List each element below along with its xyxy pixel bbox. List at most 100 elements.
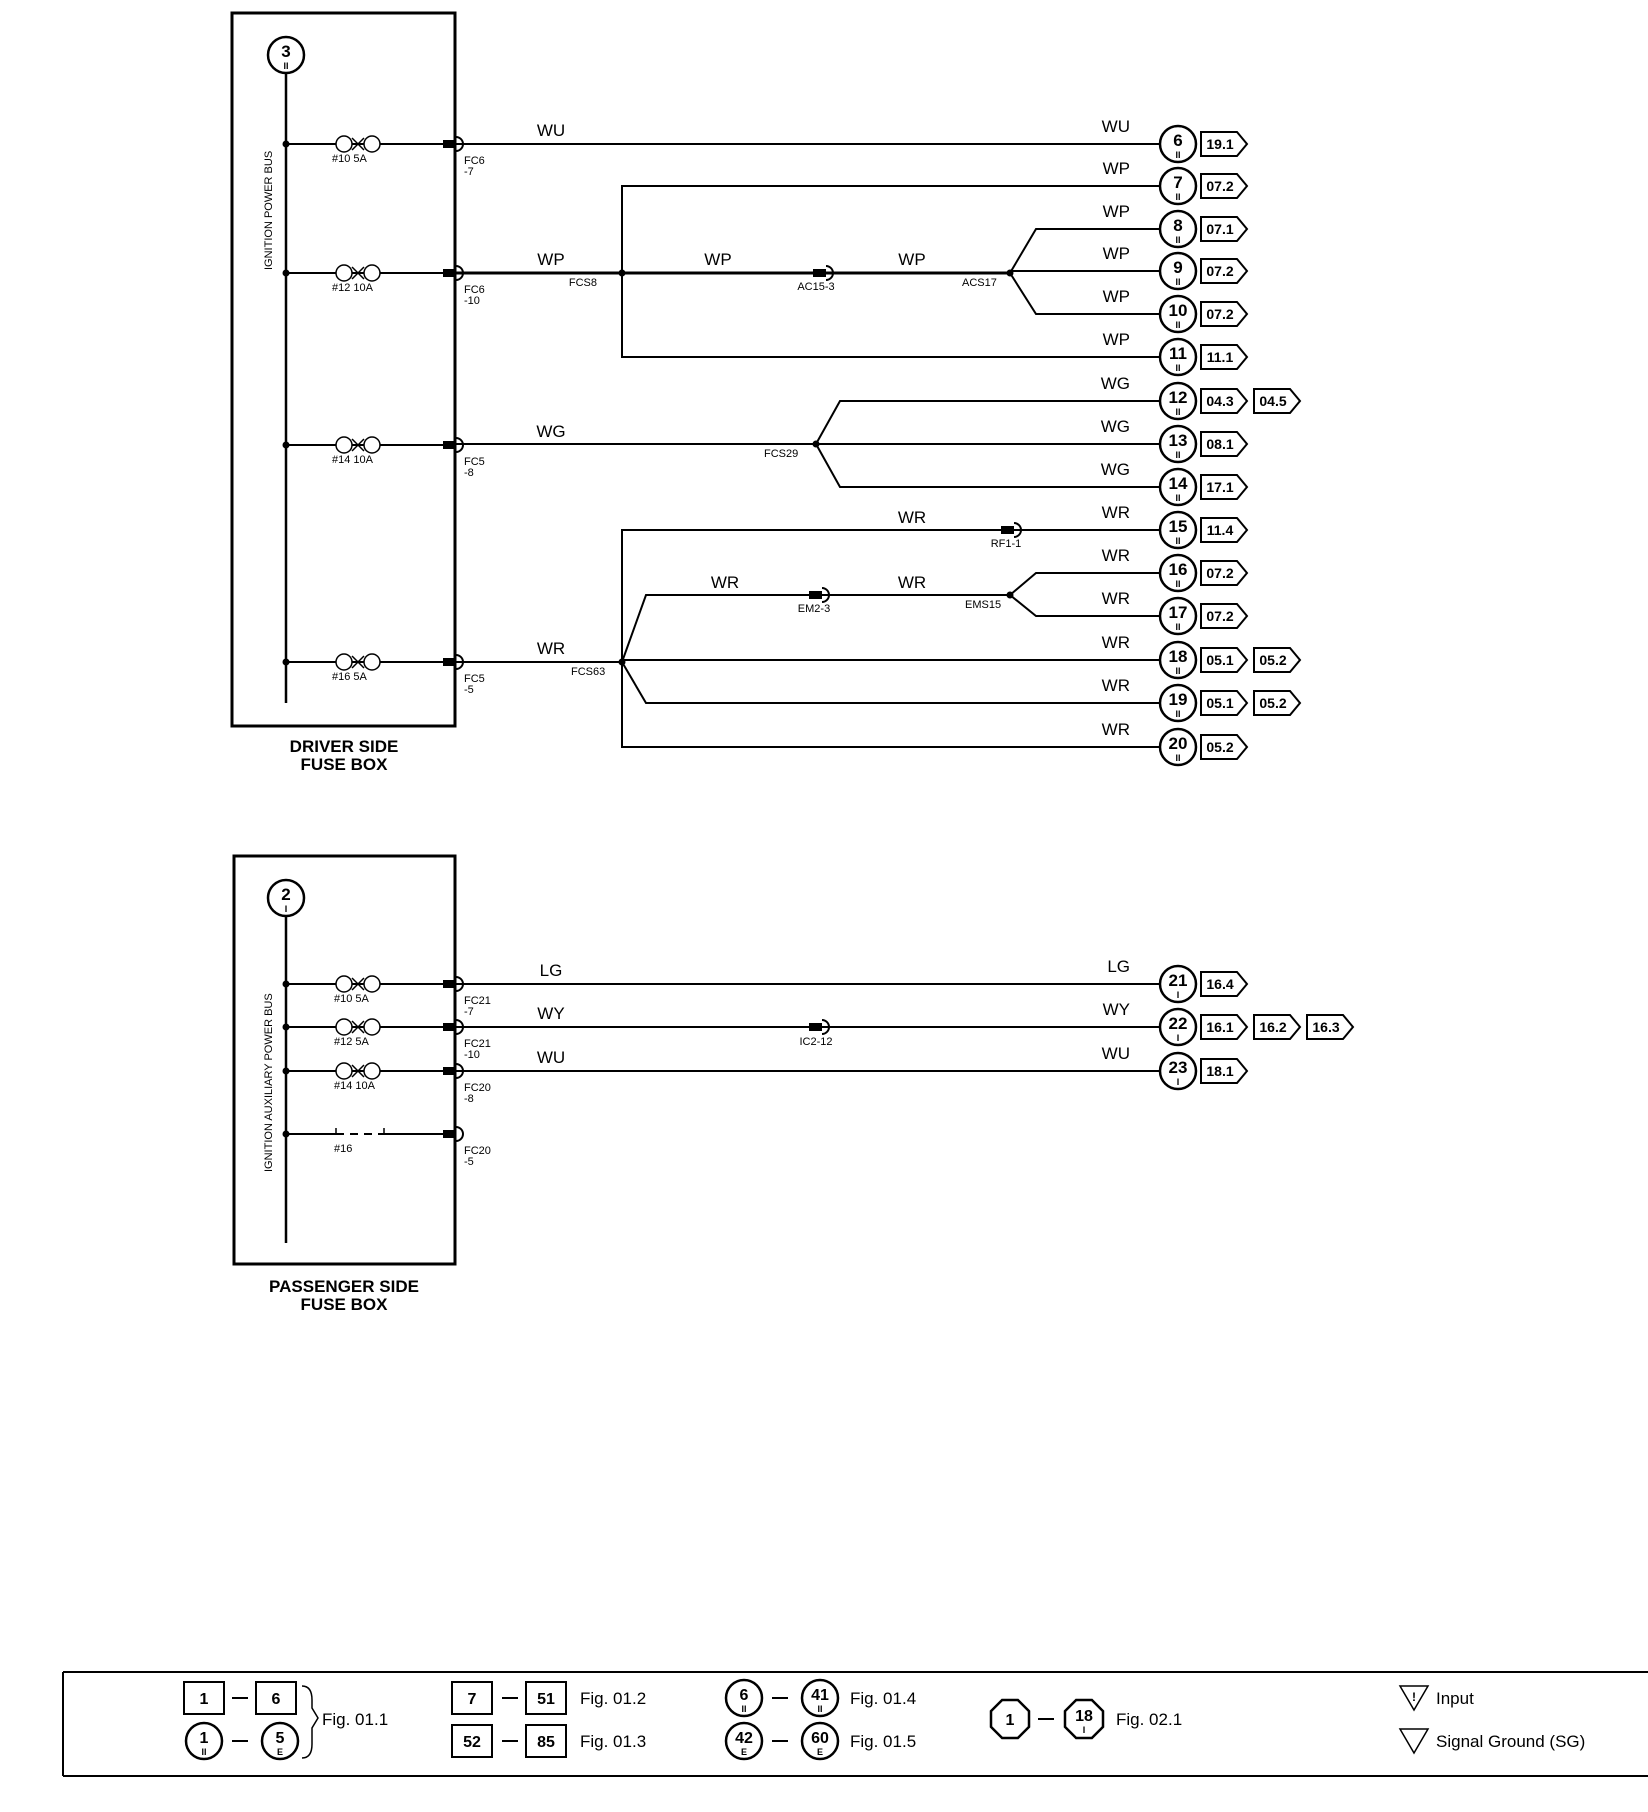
- cross-reference-label: 07.2: [1206, 178, 1233, 194]
- output-terminal-14-sub: II: [1175, 493, 1180, 503]
- output-terminal-23-number: 23: [1169, 1058, 1188, 1077]
- passenger-connector-pin: -5: [464, 1156, 474, 1168]
- passenger-power-source-number: 2: [281, 885, 290, 904]
- driver-fuse-2-link: [351, 266, 365, 280]
- output-terminal-9-number: 9: [1173, 258, 1182, 277]
- driver-bus-tap: [282, 140, 290, 148]
- legend-circle-5-sub: E: [277, 1747, 283, 1757]
- cross-reference-label: 16.3: [1312, 1019, 1339, 1035]
- driver-box-title: DRIVER SIDE: [290, 737, 399, 756]
- output-wire-color: LG: [1107, 957, 1130, 976]
- wires-layer: [62, 73, 1648, 1777]
- output-terminal-8-sub: II: [1175, 235, 1180, 245]
- passenger-fuse-wire-color: WY: [537, 1004, 564, 1023]
- connector-label-ic2: IC2-12: [799, 1036, 832, 1048]
- cross-reference-shape: [1253, 690, 1302, 716]
- inline-connector-rf1-socket: [1013, 522, 1022, 538]
- legend-square-85-label: 85: [537, 1734, 555, 1751]
- passenger-connector-id: FC20: [464, 1145, 491, 1157]
- legend-octagon-18-number: 18: [1075, 1708, 1093, 1725]
- output-terminal-10-sub: II: [1175, 320, 1180, 330]
- cross-reference-shape: [1253, 388, 1302, 414]
- legend-square-85-box: [525, 1724, 567, 1758]
- inline-connector-ac15-pin: [813, 269, 826, 277]
- connector-label-ac15: AC15-3: [797, 281, 834, 293]
- passenger-fuse-connector-1-pin: [443, 980, 456, 988]
- passenger-fuse-1-link: [351, 977, 365, 991]
- passenger-fuse-1-right: [363, 975, 381, 993]
- input-triangle-icon: [1398, 1685, 1430, 1712]
- driver-fuse-connector-2-socket: [455, 265, 464, 281]
- cross-reference-label: 05.2: [1259, 695, 1286, 711]
- output-terminal-10-circle: [1158, 294, 1198, 334]
- driver-fuse-1-right: [363, 135, 381, 153]
- wire-wg-to-14: [815, 443, 1160, 488]
- cross-reference-label: 04.3: [1206, 393, 1233, 409]
- output-terminal-11-sub: II: [1175, 363, 1180, 373]
- cross-reference-label: 07.2: [1206, 306, 1233, 322]
- cross-reference-label: 05.1: [1206, 695, 1233, 711]
- output-terminal-14-number: 14: [1169, 474, 1188, 493]
- driver-fuse-box-frame: [230, 11, 457, 728]
- cross-reference-label: 19.1: [1206, 136, 1233, 152]
- wire-wr-to-19: [621, 661, 1160, 704]
- output-terminal-18-circle: [1158, 640, 1198, 680]
- passenger-bus-tap: [282, 1067, 290, 1075]
- passenger-fuse-wire-color: WU: [537, 1048, 565, 1067]
- cross-reference-label: 07.2: [1206, 263, 1233, 279]
- passenger-fuse-2-link: [351, 1020, 365, 1034]
- cross-reference-label: 16.4: [1206, 976, 1233, 992]
- driver-fuse-label: #16 5A: [332, 671, 368, 683]
- legend-signal-ground-label: Signal Ground (SG): [1436, 1732, 1585, 1751]
- legend-circle-6-sub: II: [741, 1704, 746, 1714]
- output-wire-color: WP: [1103, 287, 1130, 306]
- passenger-fuse-2-left: [335, 1018, 353, 1036]
- driver-fuse-3-right: [363, 436, 381, 454]
- output-terminal-15-circle: [1158, 510, 1198, 550]
- driver-fuse-3-left: [335, 436, 353, 454]
- legend-octagon-18-sub: I: [1083, 1725, 1086, 1735]
- output-terminal-13-number: 13: [1169, 431, 1188, 450]
- legend-circle-42-circle: [724, 1721, 764, 1761]
- driver-fuse-connector-3-socket: [455, 437, 464, 453]
- driver-box-subtitle: FUSE BOX: [301, 755, 389, 774]
- driver-bus-tap: [282, 441, 290, 449]
- output-terminal-10-number: 10: [1169, 301, 1188, 320]
- cross-reference-label: 05.2: [1206, 739, 1233, 755]
- output-wire-color: WP: [1103, 159, 1130, 178]
- wire-wr-branch: [621, 594, 816, 663]
- legend-fig-012: Fig. 01.2: [580, 1689, 646, 1708]
- output-terminal-9-sub: II: [1175, 277, 1180, 287]
- passenger-fuse-connector-2-pin: [443, 1023, 456, 1031]
- legend-fig-014: Fig. 01.4: [850, 1689, 916, 1708]
- passenger-bus-label: IGNITION AUXILIARY POWER BUS: [263, 993, 275, 1172]
- cross-reference-shape: [1200, 388, 1249, 414]
- driver-fuse-4-link: [351, 655, 365, 669]
- driver-fuse-connector-4-socket: [455, 654, 464, 670]
- driver-bus-label: IGNITION POWER BUS: [263, 151, 275, 270]
- driver-connector-pin: -7: [464, 166, 474, 178]
- output-wire-color: WG: [1101, 460, 1130, 479]
- passenger-fuse-connector-3-socket: [455, 1063, 464, 1079]
- output-wire-color: WP: [1103, 330, 1130, 349]
- legend-circle-1-number: 1: [200, 1730, 209, 1747]
- legend-fig-011: Fig. 01.1: [322, 1710, 388, 1729]
- passenger-fuse-connector-4-socket: [455, 1126, 464, 1142]
- driver-fuse-1-left: [335, 135, 353, 153]
- driver-connector-pin: -8: [464, 467, 474, 479]
- output-terminal-20-number: 20: [1169, 734, 1188, 753]
- cross-reference-shape: [1200, 258, 1249, 284]
- cross-reference-label: 11.4: [1207, 522, 1234, 538]
- cross-reference-label: 11.1: [1207, 349, 1234, 365]
- output-wire-color: WG: [1101, 374, 1130, 393]
- driver-power-source-circle: [266, 35, 306, 75]
- cross-reference-shape: [1200, 517, 1249, 543]
- splice-dot-ems15: [1006, 591, 1014, 599]
- legend-circle-60-circle: [800, 1721, 840, 1761]
- legend-circle-6-number: 6: [740, 1687, 749, 1704]
- legend-circle-41-number: 41: [811, 1687, 829, 1704]
- driver-fuse-2-left: [335, 264, 353, 282]
- driver-connector-id: FC5: [464, 456, 485, 468]
- cross-reference-label: 07.2: [1206, 608, 1233, 624]
